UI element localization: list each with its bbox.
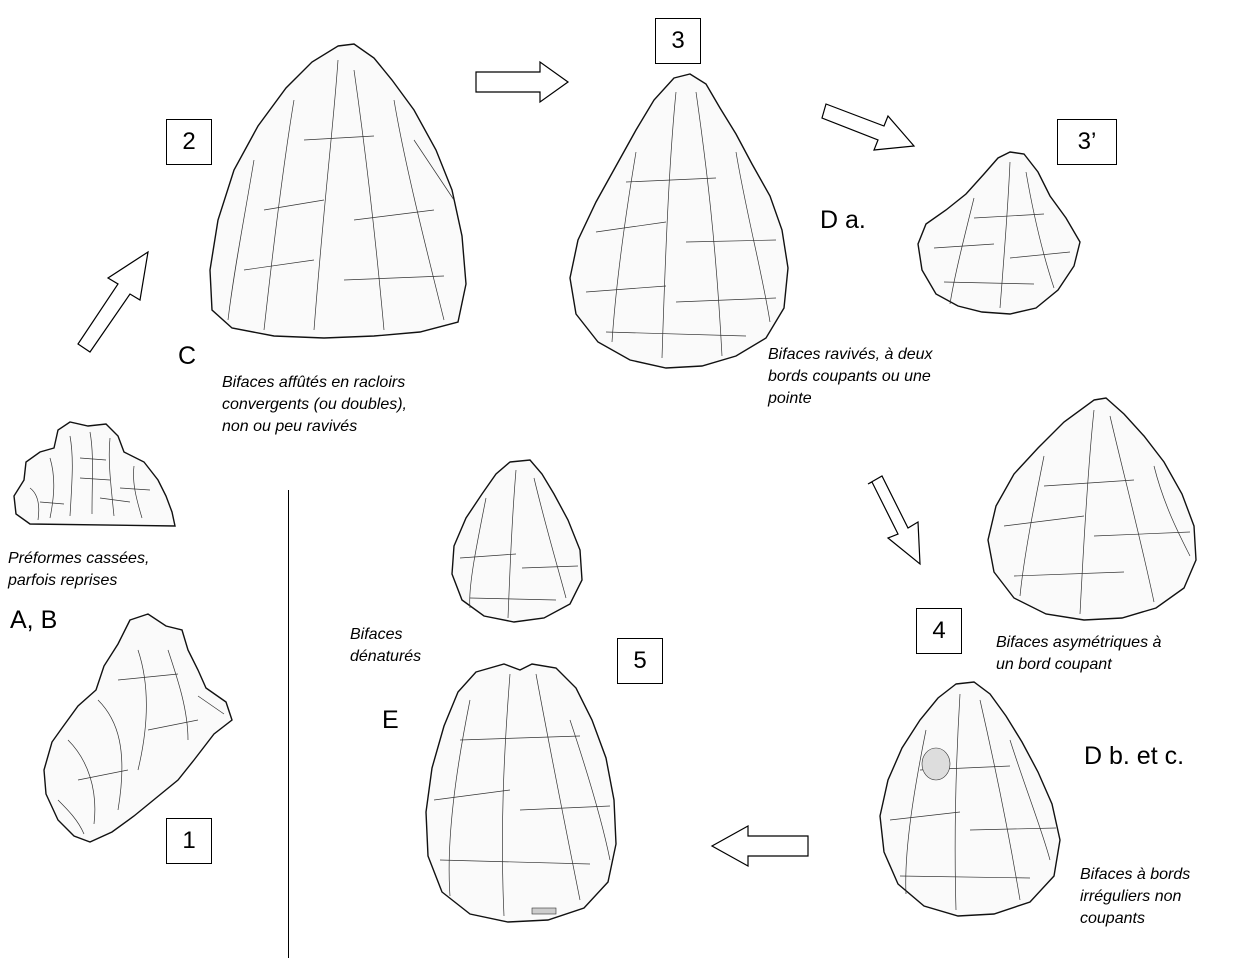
stage-box-2: 2 (166, 119, 212, 165)
biface-drawing-preform-broken (10, 418, 180, 533)
biface-drawing-stage-3-prime (914, 148, 1084, 318)
stage-number-5: 5 (633, 647, 646, 675)
caption-asym: Bifaces asymétriques à un bord coupant (996, 632, 1161, 676)
stage-box-3: 3 (655, 18, 701, 64)
caption-denat: Bifaces dénaturés (350, 624, 421, 668)
stage-number-3: 3 (671, 27, 684, 55)
biface-drawing-stage-2 (204, 40, 474, 345)
letter-label-e: E (382, 706, 399, 735)
letter-label-da: D a. (820, 206, 866, 235)
biface-drawing-stage-5 (420, 660, 620, 924)
stage-box-5: 5 (617, 638, 663, 684)
arrow-right-top (474, 60, 574, 104)
caption-da: Bifaces ravivés, à deux bords coupants o… (768, 344, 933, 410)
biface-drawing-stage-4 (984, 396, 1204, 622)
biface-drawing-irregular (870, 680, 1070, 920)
letter-label-dbc: D b. et c. (1084, 742, 1184, 771)
stage-box-1: 1 (166, 818, 212, 864)
stage-number-4: 4 (932, 617, 945, 645)
caption-irreg: Bifaces à bords irréguliers non coupants (1080, 864, 1190, 930)
arrow-down-right (864, 470, 944, 570)
caption-preformes: Préformes cassées, parfois reprises (8, 548, 149, 592)
biface-drawing-denatured-small (446, 458, 586, 624)
biface-drawing-stage-1 (38, 610, 238, 850)
caption-c: Bifaces affûtés en racloirs convergents … (222, 372, 407, 438)
letter-label-c: C (178, 342, 196, 371)
stage-box-4: 4 (916, 608, 962, 654)
stage-number-3-prime: 3’ (1078, 128, 1097, 156)
arrow-up-right (60, 240, 180, 360)
letter-label-ab: A, B (10, 606, 57, 635)
biface-drawing-stage-3 (566, 72, 796, 372)
arrow-down-right-top (820, 96, 920, 156)
stage-box-3-prime: 3’ (1057, 119, 1117, 165)
stage-number-1: 1 (182, 827, 195, 855)
stage-number-2: 2 (182, 128, 195, 156)
divider-line (288, 490, 289, 958)
arrow-left (708, 822, 812, 870)
